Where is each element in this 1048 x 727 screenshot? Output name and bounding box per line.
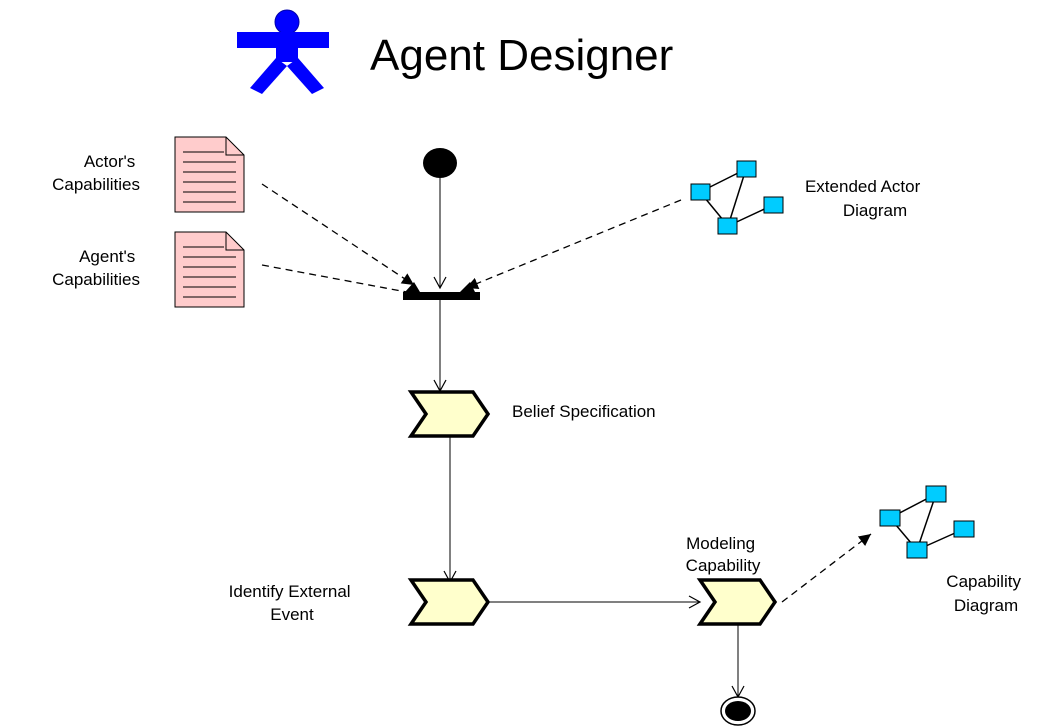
label-identify-external-event: Identify External Event — [229, 582, 356, 624]
label-modeling-capability: Modeling Capability — [686, 534, 761, 575]
object-flows — [261, 183, 872, 603]
actor-icon — [237, 9, 329, 94]
start-node-icon — [423, 148, 457, 178]
label-agents-capabilities: Agent's Capabilities — [52, 247, 140, 289]
label-capability-diagram: Capability Diagram — [946, 572, 1025, 615]
objflow-agents-capabilities — [261, 264, 413, 294]
objflow-capability-diagram — [781, 533, 872, 603]
document-icon-actors-capabilities — [174, 136, 245, 213]
activity-modeling-capability — [696, 578, 778, 626]
synchronization-bar — [403, 282, 480, 300]
page-title: Agent Designer — [370, 31, 673, 80]
activity-identify-external-event — [407, 578, 491, 626]
diagram-icon-capability — [879, 485, 975, 559]
document-icon-agents-capabilities — [174, 231, 245, 308]
label-actors-capabilities: Actor's Capabilities — [52, 152, 140, 194]
objflow-extended-actor-diagram — [465, 199, 682, 290]
end-node-icon — [720, 696, 756, 726]
control-flows — [433, 178, 745, 699]
activity-belief-specification — [407, 390, 491, 438]
label-belief-specification: Belief Specification — [512, 402, 656, 421]
objflow-actors-capabilities — [261, 183, 415, 286]
label-extended-actor-diagram: Extended Actor Diagram — [805, 177, 925, 220]
diagram-icon-extended-actor — [690, 160, 784, 235]
